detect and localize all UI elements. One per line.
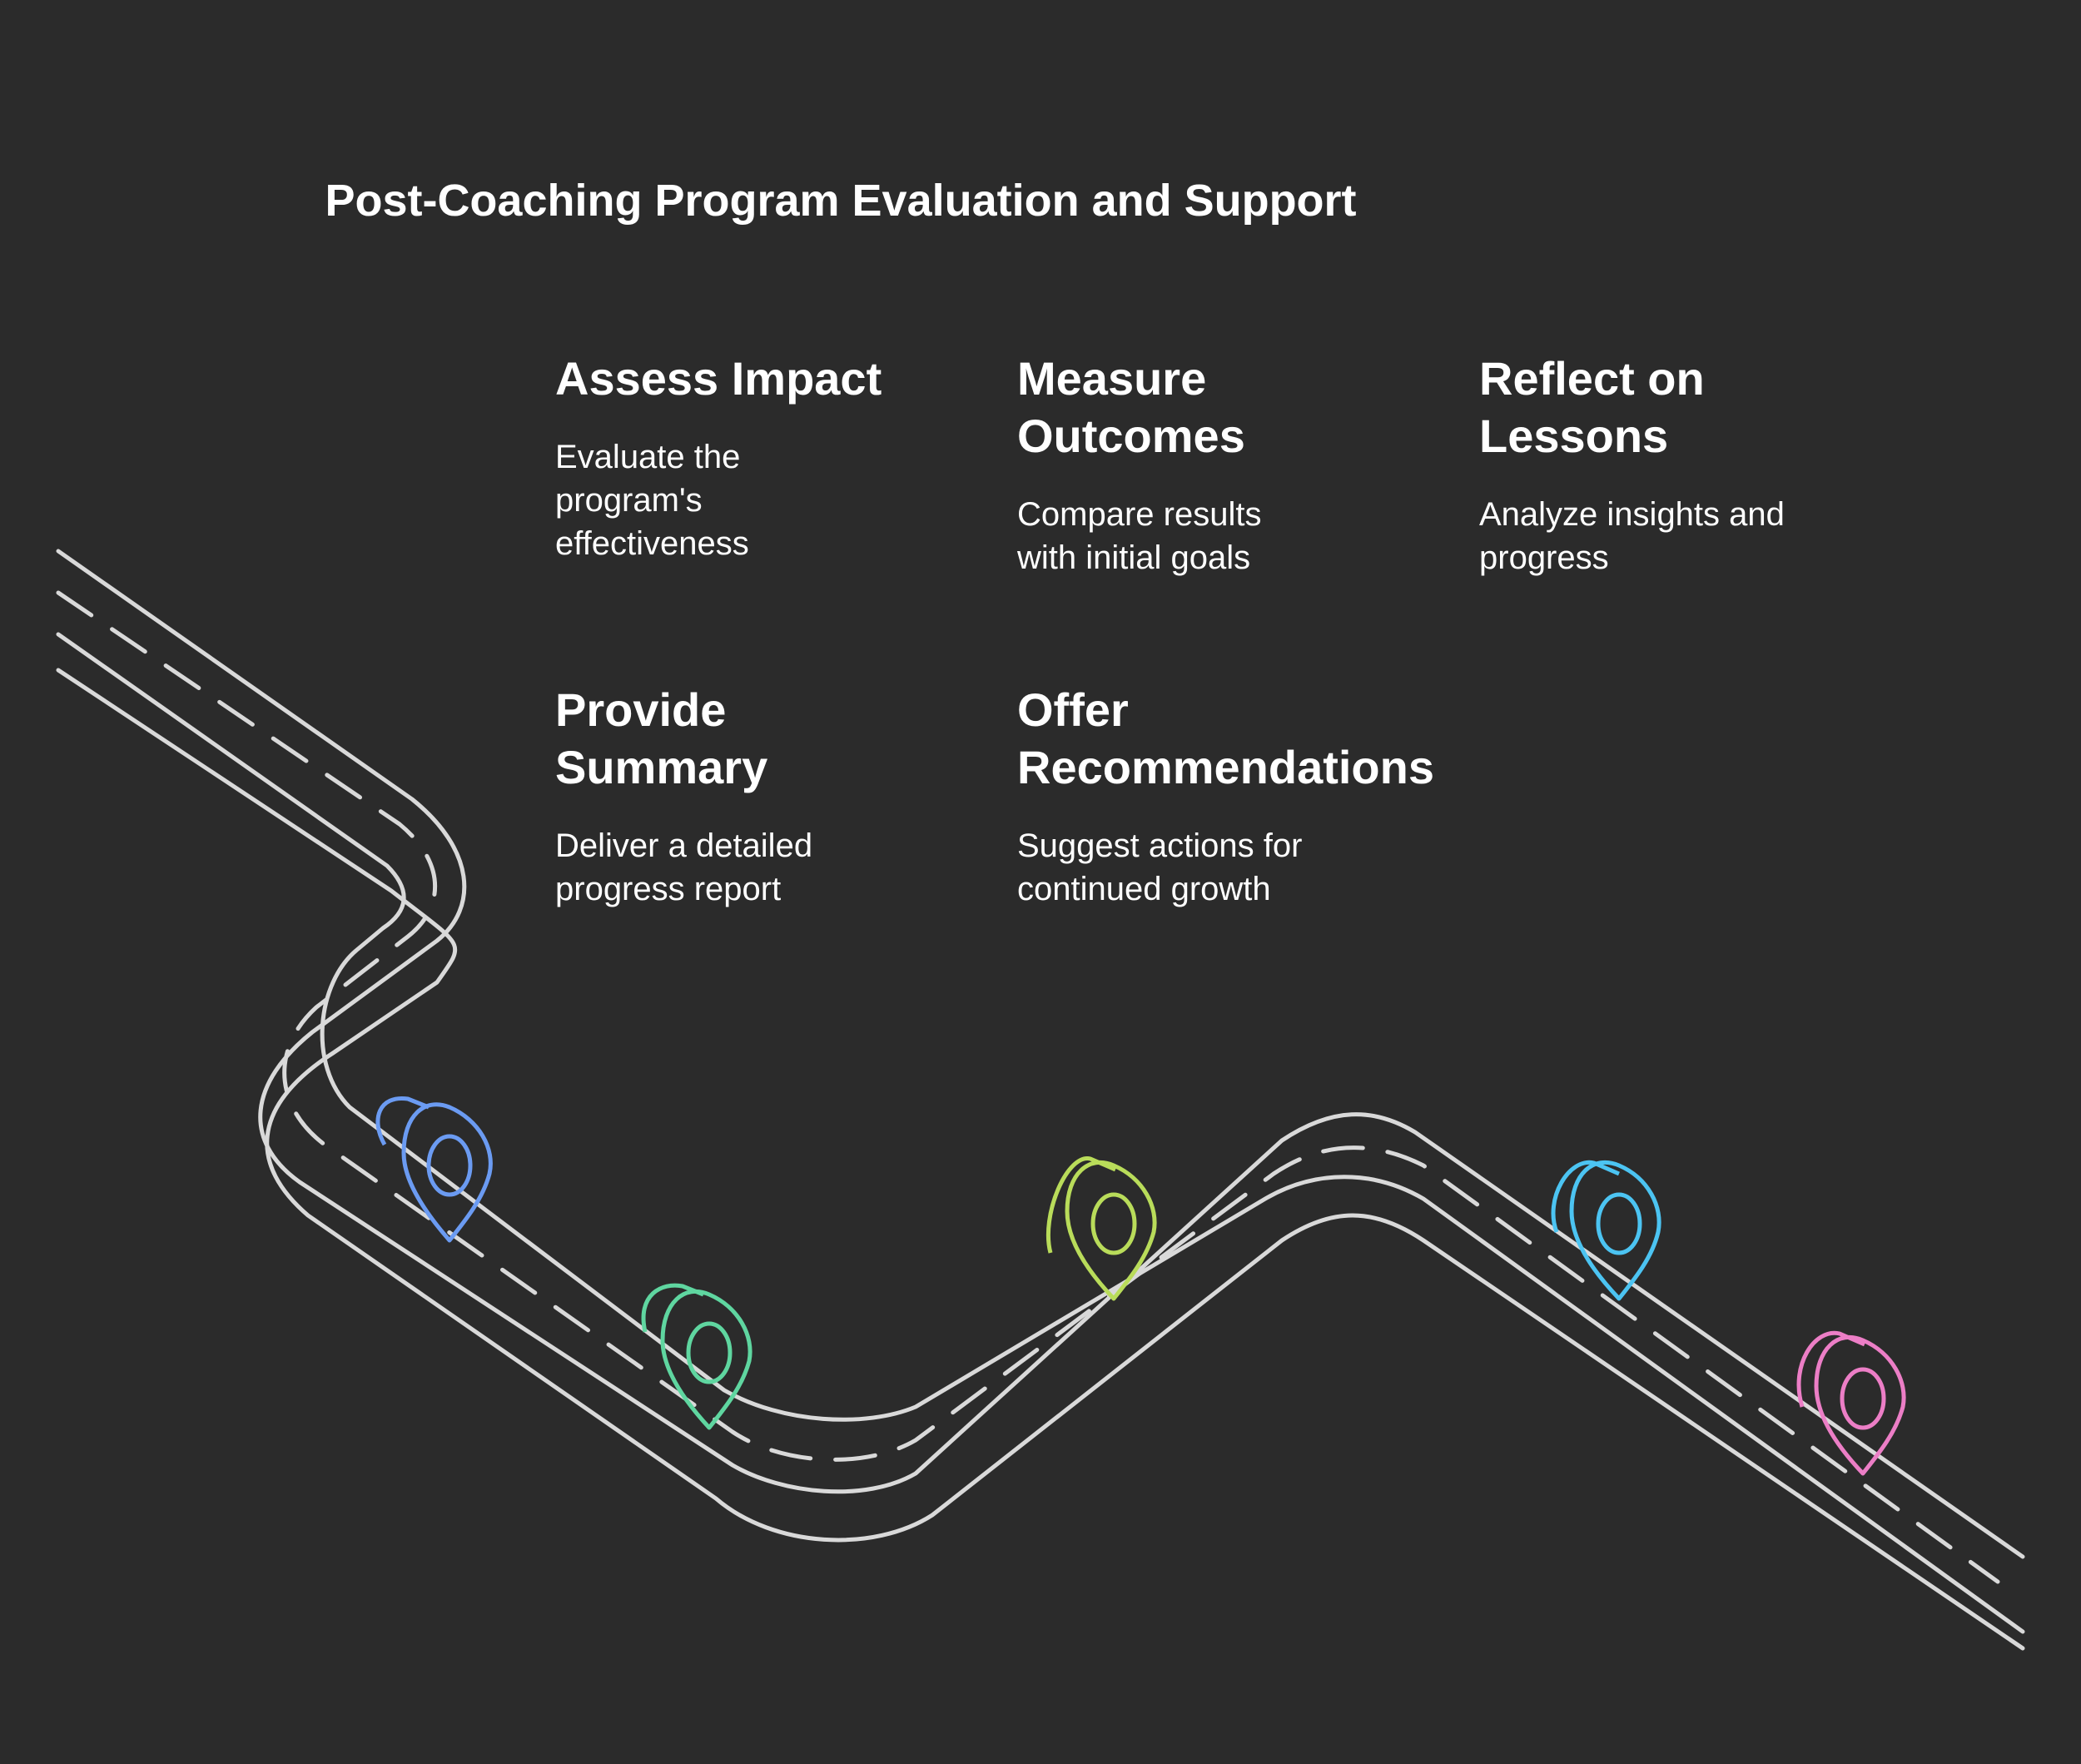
pin-icon-offer [1796, 1330, 1906, 1476]
pin-icon-body [1814, 1334, 1906, 1476]
pin-icon-body [1065, 1160, 1157, 1301]
step-offer-recommendations: Offer Recommendations Suggest actions fo… [1017, 681, 1450, 911]
step-heading: Provide Summary [555, 683, 768, 793]
pin-icon-body [401, 1102, 493, 1243]
pin-icon-body [660, 1289, 752, 1430]
page-title: Post-Coaching Program Evaluation and Sup… [325, 176, 1357, 226]
road-edge-outer-top [56, 549, 2025, 1559]
step-description: Evaluate the program's effectiveness [555, 439, 749, 562]
pin-icon-reflect [1551, 1160, 1661, 1301]
road-edge-outer-bottom [56, 668, 2025, 1651]
pin-icon-provide [641, 1283, 752, 1430]
pin-icon-body [1569, 1160, 1661, 1301]
pin-icon-assess [375, 1096, 493, 1243]
pin-icon-measure [1045, 1156, 1157, 1301]
step-heading: Measure Outcomes [1017, 352, 1245, 462]
step-assess-impact: Assess Impact Evaluate the program's eff… [555, 350, 988, 565]
step-description: Suggest actions for continued growth [1017, 827, 1303, 907]
step-heading: Reflect on Lessons [1479, 352, 1705, 462]
step-description: Compare results with initial goals [1017, 496, 1262, 576]
road-center-line [56, 590, 2000, 1584]
step-provide-summary: Provide Summary Deliver a detailed progr… [555, 681, 988, 911]
step-measure-outcomes: Measure Outcomes Compare results with in… [1017, 350, 1450, 579]
road-edge-inner [56, 632, 2025, 1634]
step-heading: Assess Impact [555, 352, 882, 405]
step-description: Deliver a detailed progress report [555, 827, 813, 907]
road [56, 549, 2025, 1651]
step-heading: Offer Recommendations [1017, 683, 1434, 793]
step-description: Analyze insights and progress [1479, 496, 1785, 576]
step-reflect-on-lessons: Reflect on Lessons Analyze insights and … [1479, 350, 1912, 579]
